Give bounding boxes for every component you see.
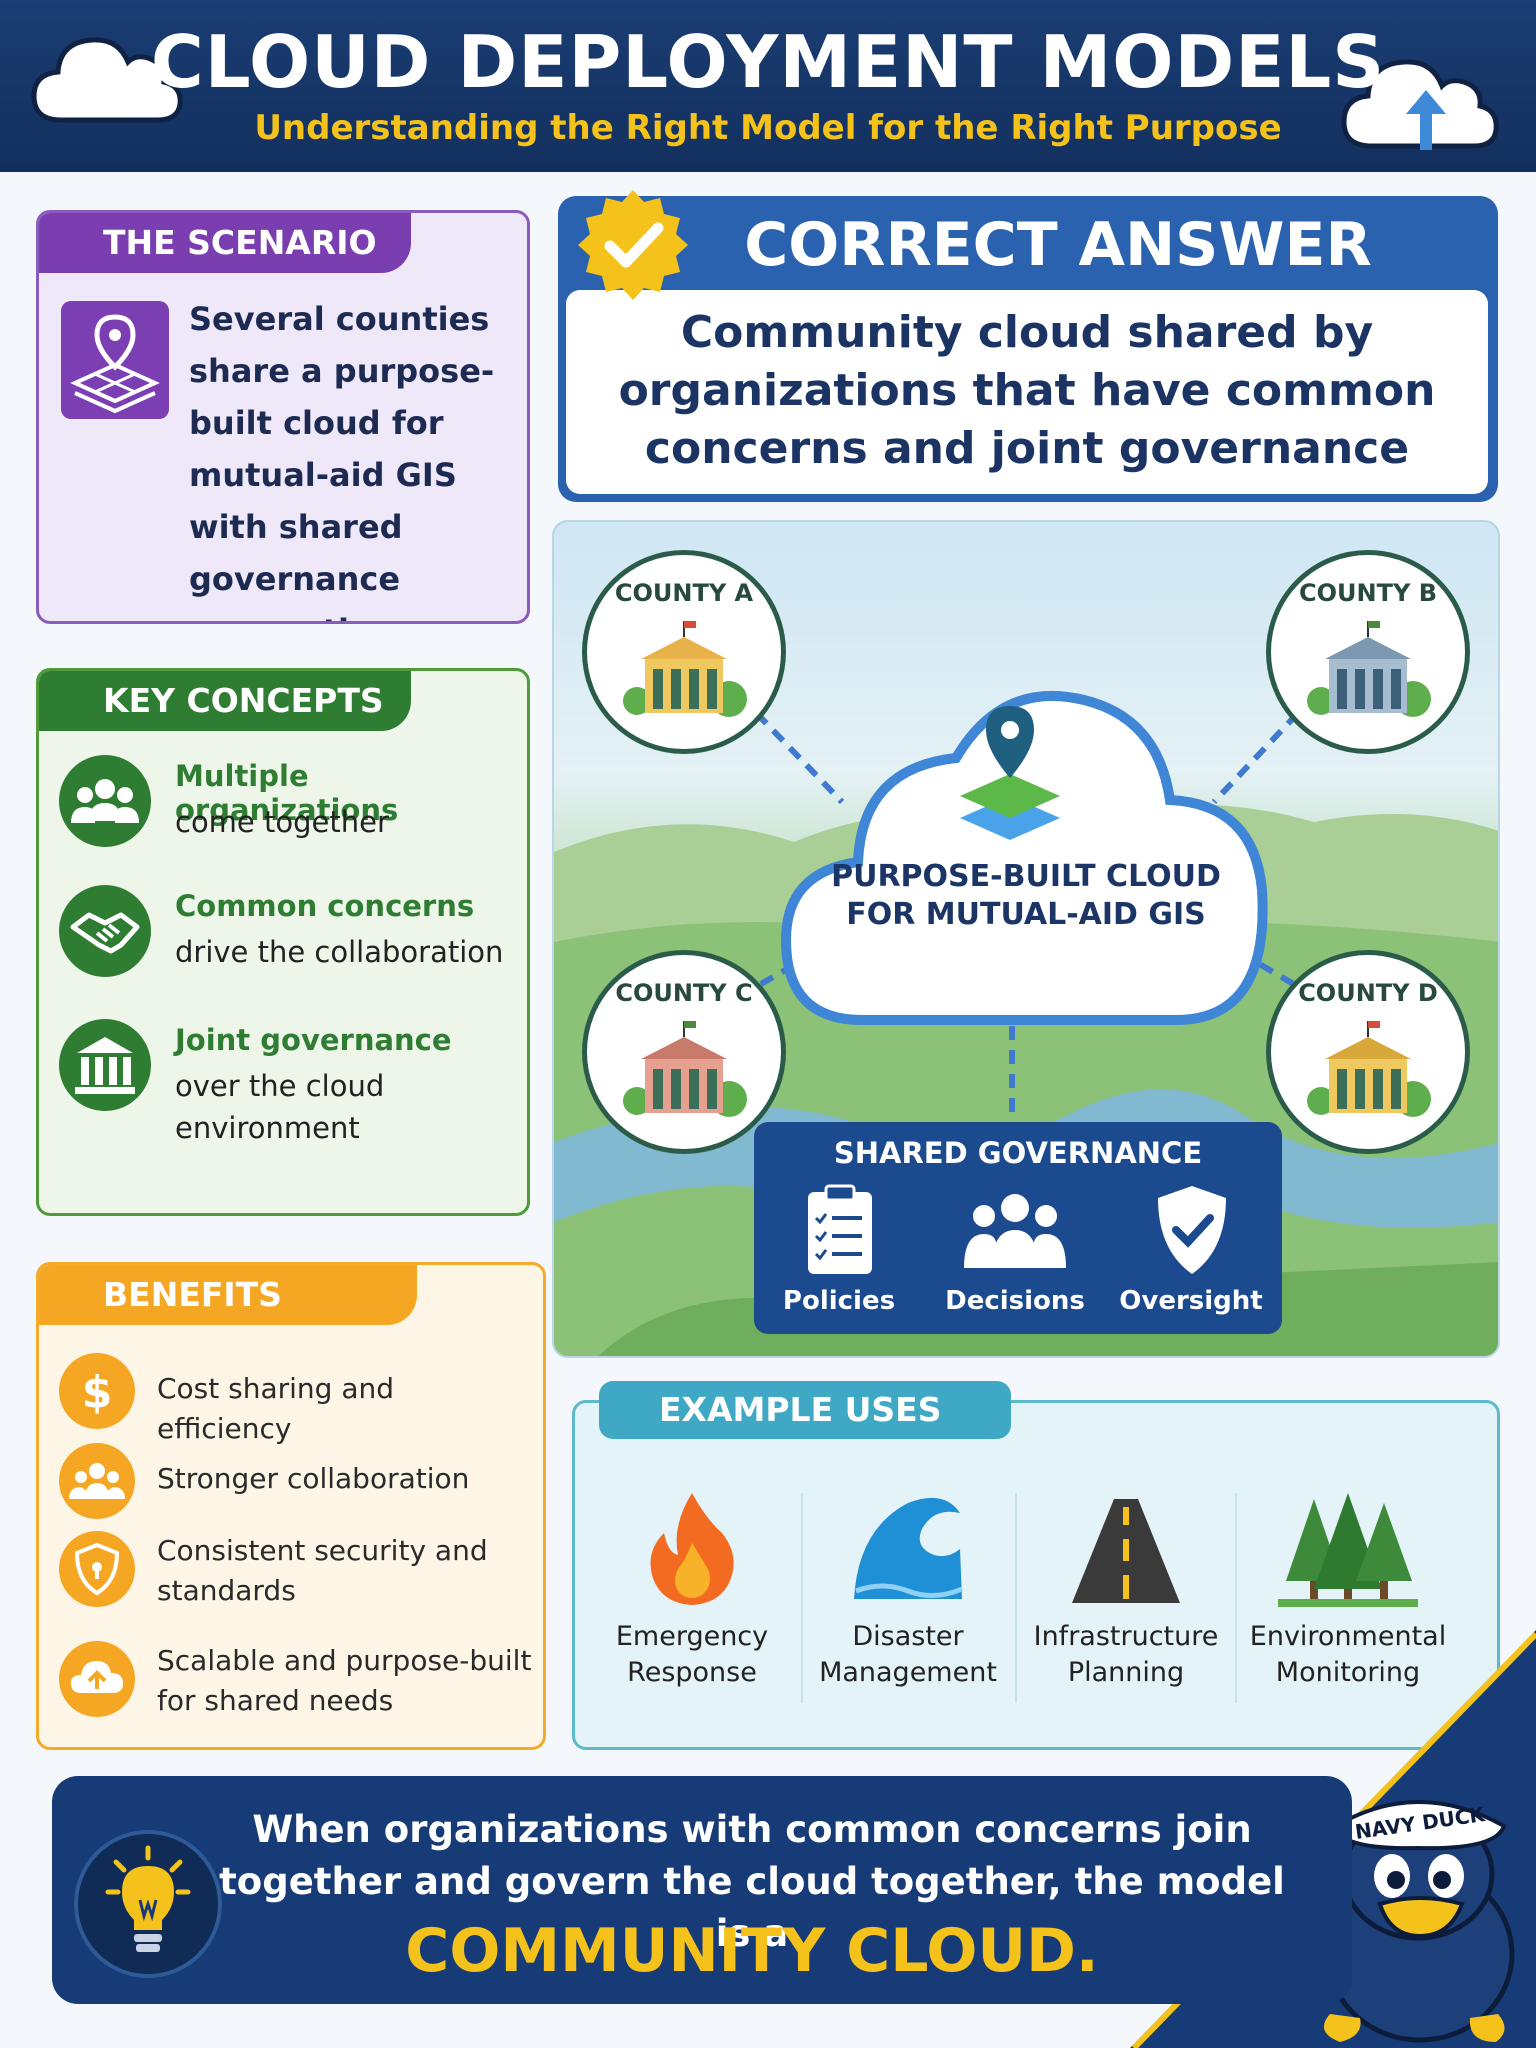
central-cloud	[780, 690, 1268, 1025]
county-a-badge: COUNTY A	[582, 550, 786, 754]
use-label: Environmental Monitoring	[1249, 1621, 1447, 1688]
shield-check-icon	[1158, 1186, 1226, 1274]
shared-governance-box: SHARED GOVERNANCE Policies Decisions Ove…	[754, 1122, 1282, 1334]
divider	[1015, 1493, 1017, 1703]
concept-strong: Common concerns	[175, 889, 475, 923]
dollar-icon: $	[59, 1353, 135, 1429]
divider	[801, 1493, 803, 1703]
map-pin-icon	[61, 301, 169, 419]
concept-strong: Multiple organizations	[175, 759, 399, 827]
wave-icon	[854, 1497, 963, 1599]
concept-rest: over the cloud environment	[175, 1069, 385, 1145]
correct-answer-box: Community cloud shared by organizations …	[566, 290, 1488, 494]
courthouse-icon	[623, 1021, 747, 1117]
use-label: Emergency Response	[615, 1621, 769, 1688]
concept-rest: drive the collaboration	[175, 935, 504, 969]
courthouse-icon	[623, 621, 747, 717]
county-d-badge: COUNTY D	[1266, 950, 1470, 1154]
clipboard-icon	[808, 1184, 872, 1274]
people-group-icon	[964, 1194, 1066, 1268]
scenario-panel: THE SCENARIO Several counties share a pu…	[36, 210, 530, 624]
benefit-text: Cost sharing and efficiency	[157, 1372, 395, 1445]
county-c-badge: COUNTY C	[582, 950, 786, 1154]
county-label: COUNTY A	[614, 579, 754, 607]
use-label: Disaster Management	[819, 1621, 997, 1688]
scenario-text: Several counties share a purpose-built c…	[189, 300, 495, 621]
svg-text:$: $	[82, 1367, 113, 1418]
scenario-tab: THE SCENARIO	[39, 213, 411, 273]
county-label: COUNTY C	[615, 979, 753, 1007]
concept-strong: Joint governance	[175, 1023, 452, 1057]
page-title: CLOUD DEPLOYMENT MODELS	[150, 20, 1386, 104]
correct-answer-panel: CORRECT ANSWER Community cloud shared by…	[558, 196, 1498, 502]
governance-label: Decisions	[945, 1286, 1085, 1316]
shared-governance-title: SHARED GOVERNANCE	[833, 1136, 1203, 1170]
cloud-upload-icon	[1341, 59, 1499, 150]
benefit-text: Consistent security and standards	[157, 1534, 488, 1607]
cloud-upload-icon	[59, 1641, 135, 1717]
correct-answer-text: Community cloud shared by organizations …	[618, 307, 1436, 474]
navy-duck-mascot: NAVY DUCK	[1323, 1800, 1515, 2043]
people-group-icon	[59, 755, 151, 847]
shield-icon	[59, 1531, 135, 1607]
people-group-icon	[59, 1443, 135, 1519]
courthouse-icon	[1307, 1021, 1431, 1117]
road-icon	[1072, 1499, 1180, 1603]
header-banner: CLOUD DEPLOYMENT MODELS Understanding th…	[0, 0, 1536, 172]
handshake-icon	[59, 885, 151, 977]
map-layers-icon	[960, 706, 1060, 840]
benefits-tab: BENEFITS	[39, 1265, 417, 1325]
correct-answer-title: CORRECT ANSWER	[744, 210, 1372, 280]
courthouse-icon	[1307, 621, 1431, 717]
conclusion-text: When organizations with common concerns …	[219, 1808, 1285, 1955]
conclusion-banner: When organizations with common concerns …	[52, 1776, 1352, 2004]
trees-icon	[1278, 1493, 1418, 1607]
fire-icon	[650, 1493, 734, 1605]
county-label: COUNTY B	[1299, 579, 1437, 607]
concept-rest: come together	[175, 805, 389, 839]
lightbulb-icon	[74, 1830, 222, 1978]
government-building-icon	[59, 1019, 151, 1111]
community-cloud-illustration: COUNTY A COUNTY B COUNTY C COUNTY D	[552, 520, 1500, 1358]
county-b-badge: COUNTY B	[1266, 550, 1470, 754]
conclusion-highlight: COMMUNITY CLOUD.	[405, 1916, 1099, 1986]
example-uses-tab: EXAMPLE USES	[599, 1381, 1011, 1439]
benefits-panel: BENEFITS $ Cost sharing and efficiency S…	[36, 1262, 546, 1750]
governance-label: Policies	[782, 1286, 896, 1316]
page-subtitle: Understanding the Right Model for the Ri…	[254, 108, 1282, 148]
divider	[1235, 1493, 1237, 1703]
key-concepts-panel: KEY CONCEPTS Multiple organizations come…	[36, 668, 530, 1216]
county-label: COUNTY D	[1298, 979, 1438, 1007]
benefit-text: Scalable and purpose-built for shared ne…	[157, 1644, 532, 1717]
cloud-label: PURPOSE-BUILT CLOUD FOR MUTUAL-AID GIS	[831, 859, 1221, 932]
key-concepts-tab: KEY CONCEPTS	[39, 671, 411, 731]
check-badge-icon	[578, 190, 688, 300]
example-uses-panel: EXAMPLE USES Emergency Response Disaster…	[572, 1381, 1500, 1750]
benefit-text: Stronger collaboration	[157, 1462, 470, 1495]
cloud-icon	[31, 37, 183, 123]
use-label: Infrastructure Planning	[1033, 1621, 1219, 1688]
governance-label: Oversight	[1119, 1286, 1263, 1316]
